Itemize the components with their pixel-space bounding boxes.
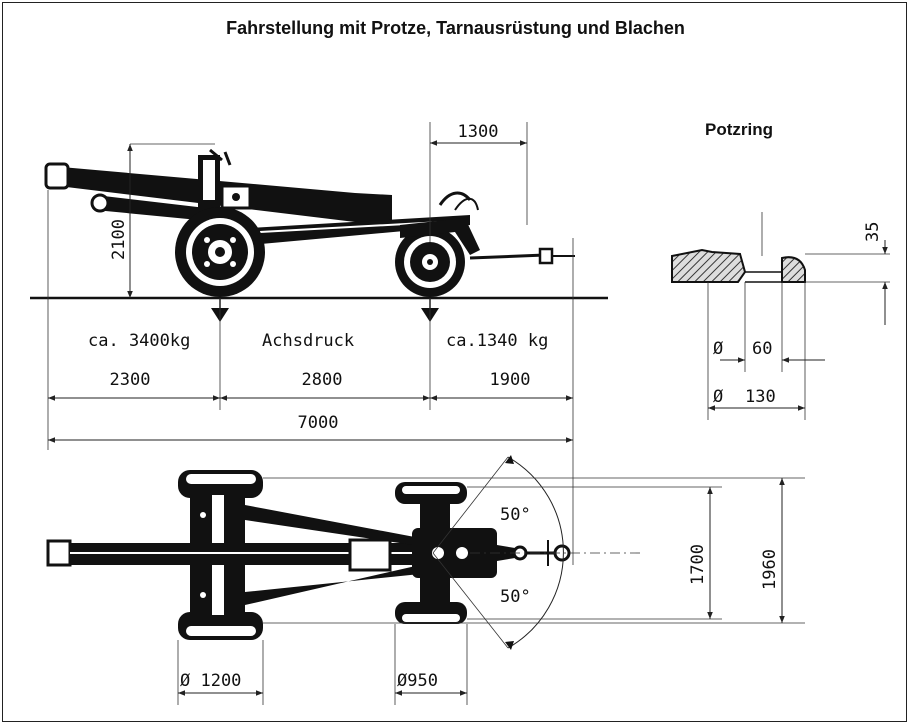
angle-top-label: 50° xyxy=(500,505,531,525)
potzring-height-label: 35 xyxy=(863,222,883,242)
weight-left-label: ca. 3400kg xyxy=(88,331,190,351)
turning-arc xyxy=(507,456,564,649)
gun-shield xyxy=(198,148,252,215)
segment-left-label: 2300 xyxy=(110,370,151,390)
segment-right-label: 1900 xyxy=(490,370,531,390)
track-outer-label: 1960 xyxy=(760,549,780,590)
angle-bottom-label: 50° xyxy=(500,587,531,607)
total-length-label: 7000 xyxy=(298,413,339,433)
weight-right-label: ca.1340 kg xyxy=(446,331,548,351)
limber-frame xyxy=(400,218,480,255)
main-wheel-diameter-label: Ø 1200 xyxy=(180,671,241,691)
limber-length-dimension-label: 1300 xyxy=(458,122,499,142)
segment-mid-label: 2800 xyxy=(302,370,343,390)
potzring-inner-prefix: Ø xyxy=(713,339,723,359)
top-view: 50° 50° 1700 1960 Ø 1200 Ø950 xyxy=(46,455,805,705)
potzring-view: 35 Ø 60 Ø 130 xyxy=(671,212,890,420)
limber-wheel xyxy=(395,227,465,297)
height-dimension-label: 2100 xyxy=(109,219,129,260)
potzring-title: Potzring xyxy=(705,120,773,139)
side-view: 2100 1300 ca. 3400kg Achsdruck ca.1340 k… xyxy=(30,122,608,565)
main-wheel xyxy=(175,207,265,297)
potzring-outer-diameter-label: 130 xyxy=(745,387,776,407)
track-inner-label: 1700 xyxy=(688,544,708,585)
limber-wheel-diameter-label: Ø950 xyxy=(397,671,438,691)
potzring-outer-prefix: Ø xyxy=(713,387,723,407)
potzring-inner-diameter-label: 60 xyxy=(752,339,772,359)
axle-pressure-label: Achsdruck xyxy=(262,331,354,351)
drawing-title: Fahrstellung mit Protze, Tarnausrüstung … xyxy=(226,18,685,38)
limber-drawbar xyxy=(469,253,546,260)
